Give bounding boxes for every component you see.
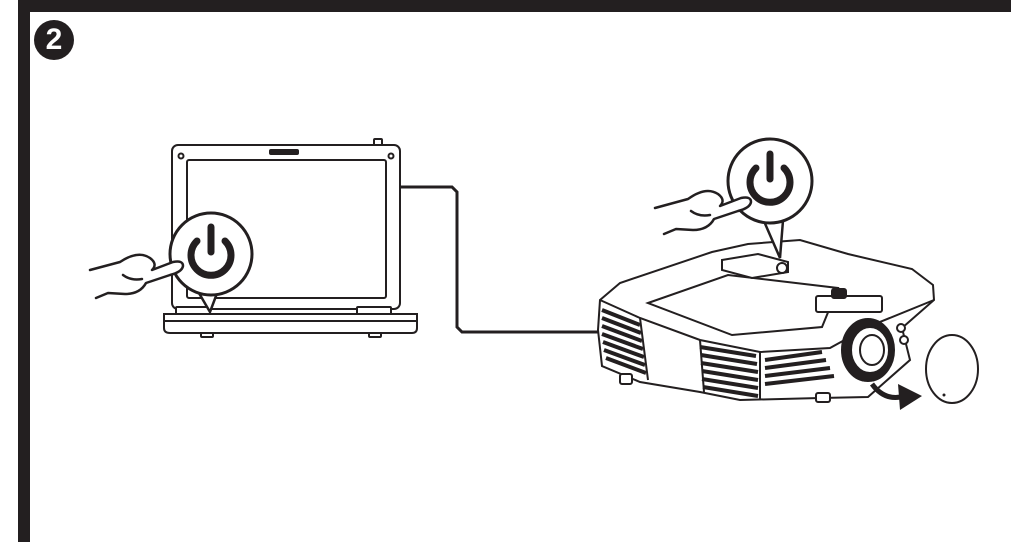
projector-lens (841, 318, 909, 382)
lens-cap-icon (925, 334, 979, 404)
step-number-badge: 2 (34, 20, 74, 60)
hand-laptop (88, 253, 185, 300)
projector-power-icon (746, 150, 794, 206)
projector-feet (619, 373, 831, 403)
projector (596, 238, 936, 402)
frame-top-border (18, 0, 1011, 12)
projector-vents (601, 308, 835, 398)
video-cable (398, 185, 600, 334)
arrow-right-icon (869, 382, 922, 410)
laptop-power-icon (187, 223, 235, 279)
laptop-power-callout (168, 211, 254, 315)
hand-projector (653, 189, 753, 236)
frame-left-border (18, 0, 30, 542)
